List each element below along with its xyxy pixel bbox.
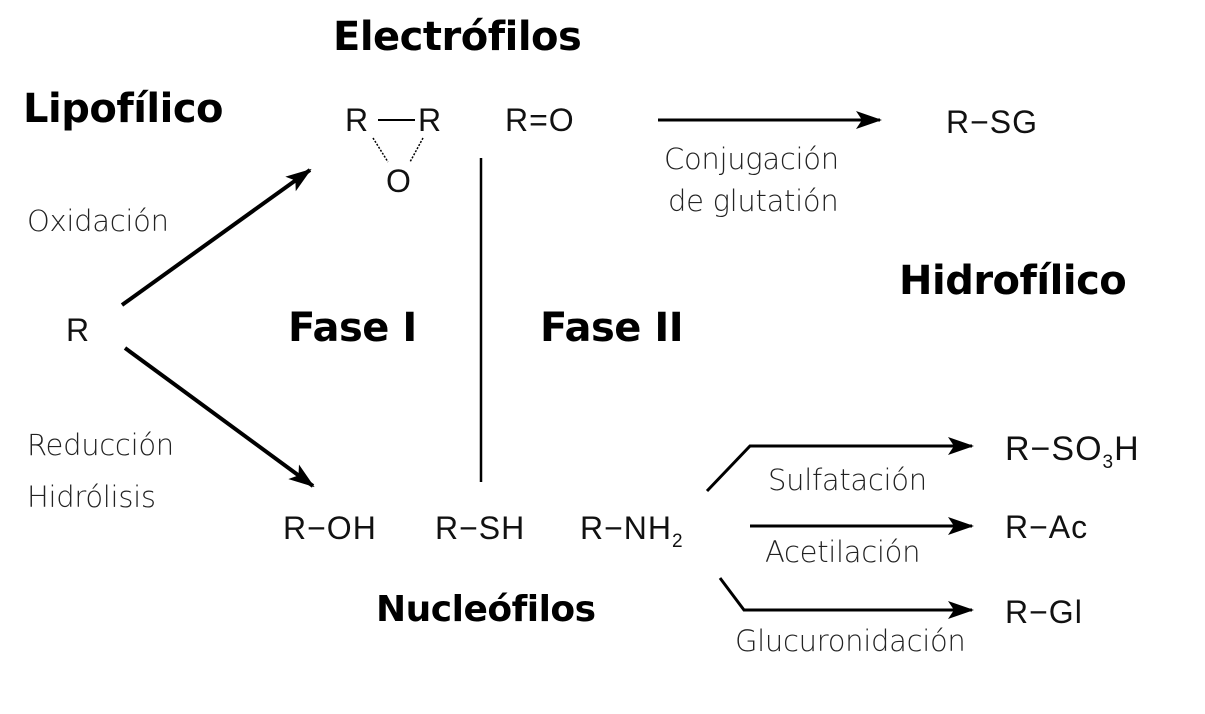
nucleophiles-heading: Nucleófilos [376,589,596,630]
sulfate-conjugate: R−SO3H [1005,430,1140,474]
oxidation-label: Oxidación [27,204,169,238]
amine-subscript: 2 [672,531,684,552]
glucuronidation-label: Glucuronidación [735,624,966,658]
oxidation-arrow [120,168,312,307]
glutathione-conjugate: R−SG [946,104,1039,140]
epoxide-bond-left [372,137,389,163]
reduction-arrow [123,346,315,488]
epoxide-r-right: R [418,102,443,138]
electrophiles-heading: Electrófilos [333,14,582,60]
glutathione-label-line2: de glutatión [668,184,839,218]
hydrophilic-heading: Hidrofílico [899,258,1127,304]
sulfation-label: Sulfatación [768,463,927,497]
glucuronide-conjugate: R−Gl [1005,594,1083,630]
sulfate-tail: H [1114,430,1140,468]
epoxide-oxygen: O [386,163,412,199]
thiol: R−SH [435,510,526,546]
compound-r: R [66,312,91,348]
sulfate-main: R−SO [1005,430,1103,468]
glucuronidation-arrow [718,577,974,619]
phase1-heading: Fase I [288,305,417,351]
epoxide-bond-right [409,137,424,163]
acetylation-label: Acetilación [765,535,921,569]
glutathione-label-line1: Conjugación [664,142,839,176]
amine-main: R−NH [580,510,673,546]
sulfate-subscript: 3 [1102,452,1115,473]
alcohol: R−OH [283,510,377,546]
epoxide-r-left: R [345,102,370,138]
lipophilic-heading: Lipofílico [23,86,224,132]
reduction-label: Reducción [27,428,174,462]
phase2-heading: Fase II [540,305,684,351]
carbonyl: R=O [505,102,575,138]
amine: R−NH2 [580,510,684,553]
sulfation-arrow [705,437,974,493]
acetyl-conjugate: R−Ac [1005,509,1089,545]
hydrolysis-label: Hidrólisis [27,480,156,514]
